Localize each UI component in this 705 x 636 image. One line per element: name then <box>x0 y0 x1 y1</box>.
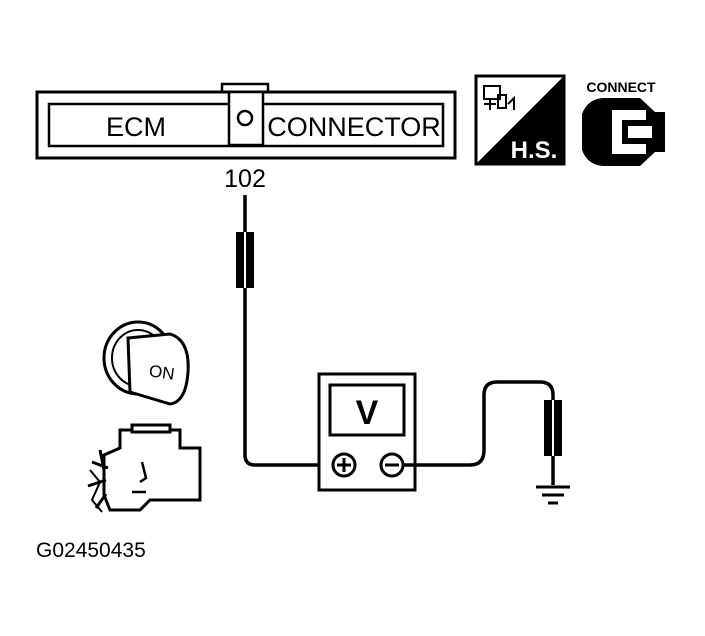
connector-label: CONNECTOR <box>267 112 441 142</box>
ignition-key-icon: ON <box>102 320 190 406</box>
connect-label: CONNECT <box>586 79 656 95</box>
pin-number-label: 102 <box>224 165 266 193</box>
harness-connector-icon: H.S. <box>474 74 566 166</box>
ecm-connector: ECM CONNECTOR <box>35 82 457 160</box>
probe-wire-negative <box>403 380 562 485</box>
engine-off-icon <box>87 423 202 513</box>
voltmeter-label: V <box>356 394 379 432</box>
minus-terminal-icon <box>379 452 405 478</box>
probe-wire-positive <box>236 195 330 467</box>
ignition-label: ON <box>148 361 176 383</box>
harness-label: H.S. <box>511 137 558 164</box>
plus-terminal-icon <box>331 452 357 478</box>
figure-code: G02450435 <box>36 539 146 562</box>
ground-symbol-icon <box>536 485 570 505</box>
voltmeter: V <box>317 372 417 492</box>
ecm-label: ECM <box>106 112 166 142</box>
connect-plug-icon <box>582 98 665 166</box>
